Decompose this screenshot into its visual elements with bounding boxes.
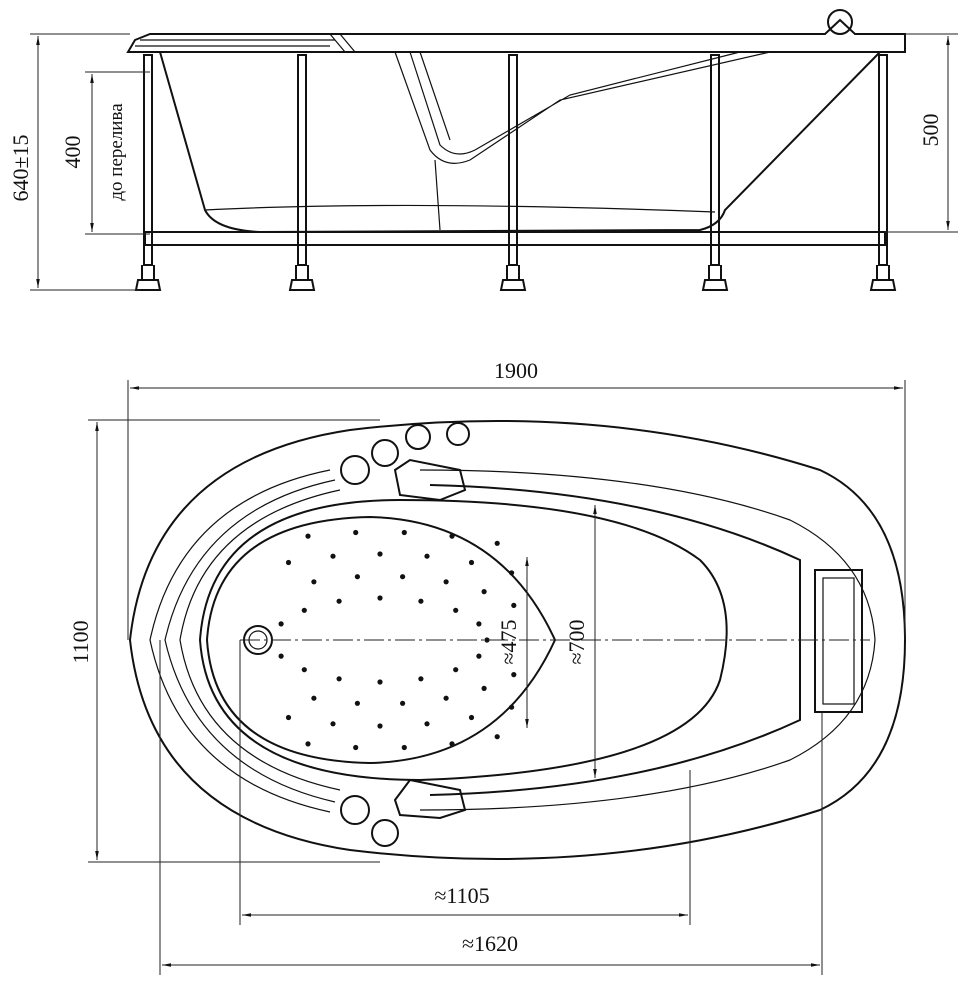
jets-bottom [340, 778, 467, 847]
air-jet-dot [377, 551, 383, 557]
dim-overflow-height: 400 [60, 136, 85, 169]
air-jet-dot [443, 695, 449, 701]
air-jet-dot [278, 653, 284, 659]
air-jet-dot [285, 559, 292, 566]
air-jet-dot [481, 589, 487, 595]
air-jet-dot [336, 676, 342, 682]
air-jet-dot [418, 676, 424, 682]
dim-bowl-length: ≈1620 [462, 931, 518, 956]
air-jet-dot [494, 540, 500, 546]
air-jet-dot [453, 667, 459, 673]
jets-top [340, 422, 470, 502]
tub-rim [126, 18, 906, 53]
air-jet-dot [377, 723, 383, 729]
frame-leg [701, 54, 729, 291]
air-jet-dot [311, 695, 317, 701]
air-jet-dot [511, 672, 517, 678]
air-jet-dot [453, 607, 459, 613]
air-jet-dot [330, 721, 336, 727]
air-jet-dot [353, 744, 359, 751]
frame-leg [869, 54, 897, 291]
air-jet-dot [278, 621, 284, 627]
air-jet-dot [509, 570, 515, 576]
frame-bar [144, 231, 886, 246]
dim-inner-length: ≈1105 [434, 883, 489, 908]
air-jet-dot [401, 744, 407, 751]
overflow-label: до перелива [106, 103, 127, 201]
air-jet-dot [377, 679, 383, 685]
air-jet-dot [330, 553, 336, 559]
dim-tub-depth: 500 [918, 114, 943, 147]
air-jet-dot [424, 553, 430, 559]
air-jet-dot [511, 602, 517, 609]
air-jet-dot [494, 734, 500, 740]
dim-bowl-width: ≈700 [564, 619, 589, 664]
air-jet-dot [377, 595, 383, 601]
frame-leg [499, 54, 527, 291]
air-jet-dot [449, 533, 455, 539]
air-jet-dot [301, 667, 307, 673]
air-jet-dot [476, 653, 482, 659]
air-jet-dot [354, 574, 360, 580]
air-jet-dot [481, 685, 487, 692]
inner-basin [205, 515, 557, 765]
frame-legs [134, 54, 897, 291]
dim-inner-width: ≈475 [496, 619, 521, 664]
dim-total-height: 640±15 [8, 134, 33, 201]
air-jet-dot [400, 700, 406, 706]
air-jet-dot [418, 598, 424, 604]
overflow-knob [827, 9, 853, 35]
air-jet-dot [509, 704, 515, 710]
air-jet-dot [443, 579, 449, 585]
bowl-outline [198, 498, 728, 782]
air-jet-dot [311, 579, 317, 585]
air-jet-dot [336, 598, 342, 604]
side-view: 640±15 400 до перелива 500 [8, 9, 958, 291]
air-jet-dot [476, 621, 482, 627]
air-jet-dot [301, 607, 307, 613]
headrest [814, 569, 863, 713]
dim-length: 1900 [494, 358, 538, 383]
air-jet-dot [305, 741, 311, 747]
outer-rim [128, 420, 907, 860]
dim-width: 1100 [68, 620, 93, 663]
air-jet-dot [468, 714, 475, 721]
tub-body [159, 51, 881, 234]
air-jet-dot [400, 574, 406, 580]
air-jet-dot [285, 714, 292, 721]
air-jet-dot [468, 559, 475, 566]
air-jet-dot [484, 637, 490, 643]
air-jet-dot [354, 700, 360, 706]
air-jets [278, 529, 517, 751]
air-jet-dot [353, 529, 359, 536]
air-jet-dot [305, 533, 311, 539]
air-jet-dot [424, 721, 430, 727]
frame-leg [288, 54, 316, 291]
air-jet-dot [449, 741, 455, 747]
plan-view: 1900 1100 ≈475 ≈700 ≈1105 ≈1620 [68, 358, 907, 975]
frame-leg [134, 54, 162, 291]
air-jet-dot [401, 529, 407, 536]
